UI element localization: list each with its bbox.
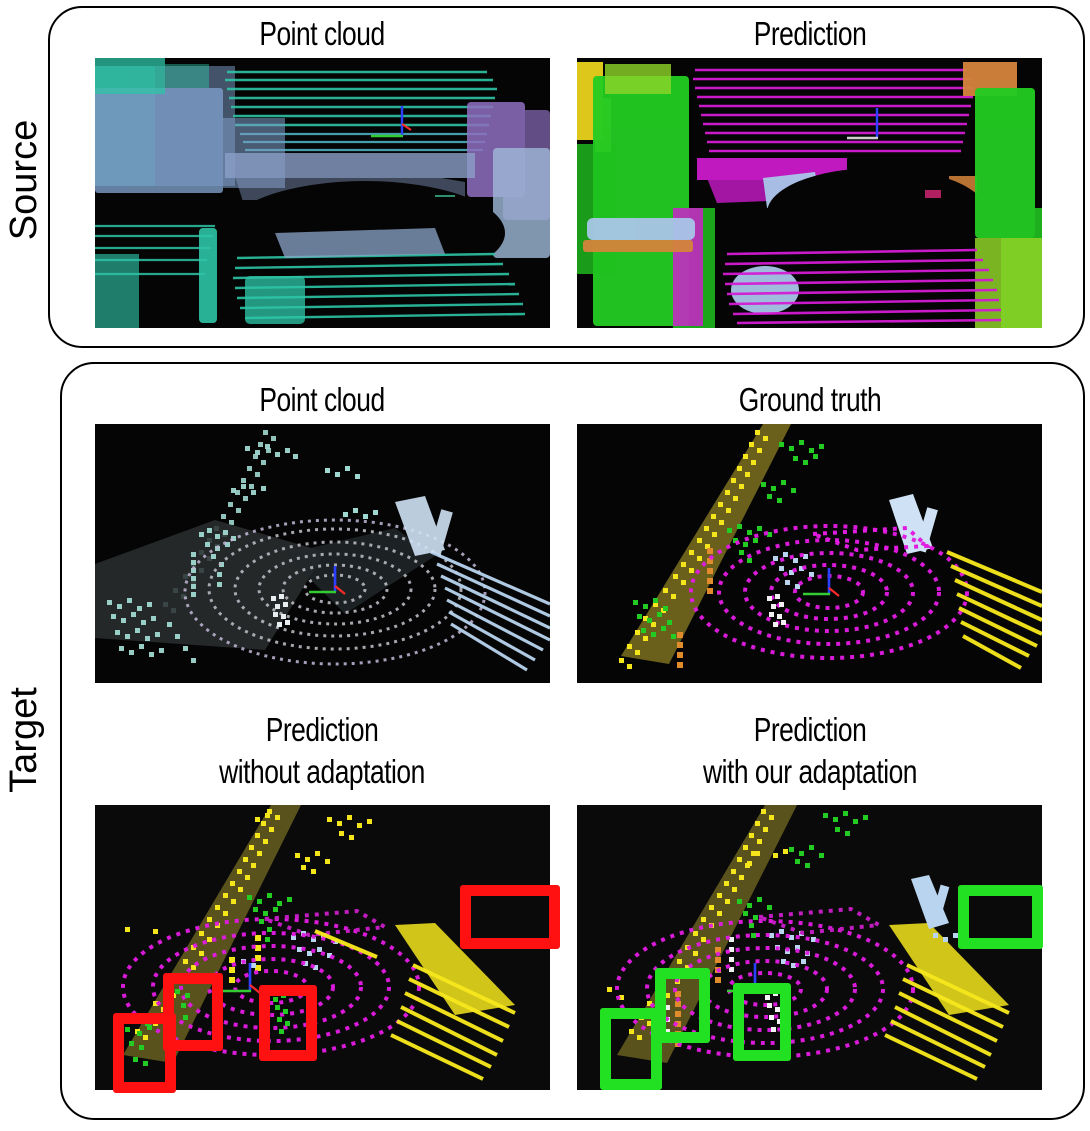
caption-target-prediction-with-line2: with our adaptation — [703, 753, 917, 790]
caption-target-point-cloud: Point cloud — [259, 381, 385, 418]
caption-source-prediction: Prediction — [753, 15, 867, 52]
caption-target-prediction-without-line2: without adaptation — [219, 753, 425, 790]
caption-source-point-cloud: Point cloud — [259, 15, 385, 52]
scene-source-prediction — [577, 58, 1042, 328]
caption-target-prediction-with-line1: Prediction — [753, 711, 867, 748]
red-error-box-3 — [259, 985, 317, 1061]
red-error-box-1 — [460, 885, 560, 949]
row-label-source: Source — [3, 119, 45, 241]
scene-source-point-cloud — [95, 58, 550, 328]
red-error-box-4 — [113, 1013, 176, 1093]
red-error-box-2 — [163, 973, 223, 1051]
scene-target-ground-truth — [577, 424, 1042, 683]
scene-target-point-cloud — [95, 424, 550, 683]
caption-target-ground-truth: Ground truth — [738, 381, 882, 418]
row-label-target: Target — [3, 687, 45, 793]
caption-target-prediction-without-line1: Prediction — [265, 711, 379, 748]
green-correct-box-4 — [600, 1008, 662, 1090]
green-correct-box-1 — [958, 885, 1043, 949]
green-correct-box-3 — [733, 983, 791, 1061]
green-correct-box-2 — [655, 968, 710, 1043]
